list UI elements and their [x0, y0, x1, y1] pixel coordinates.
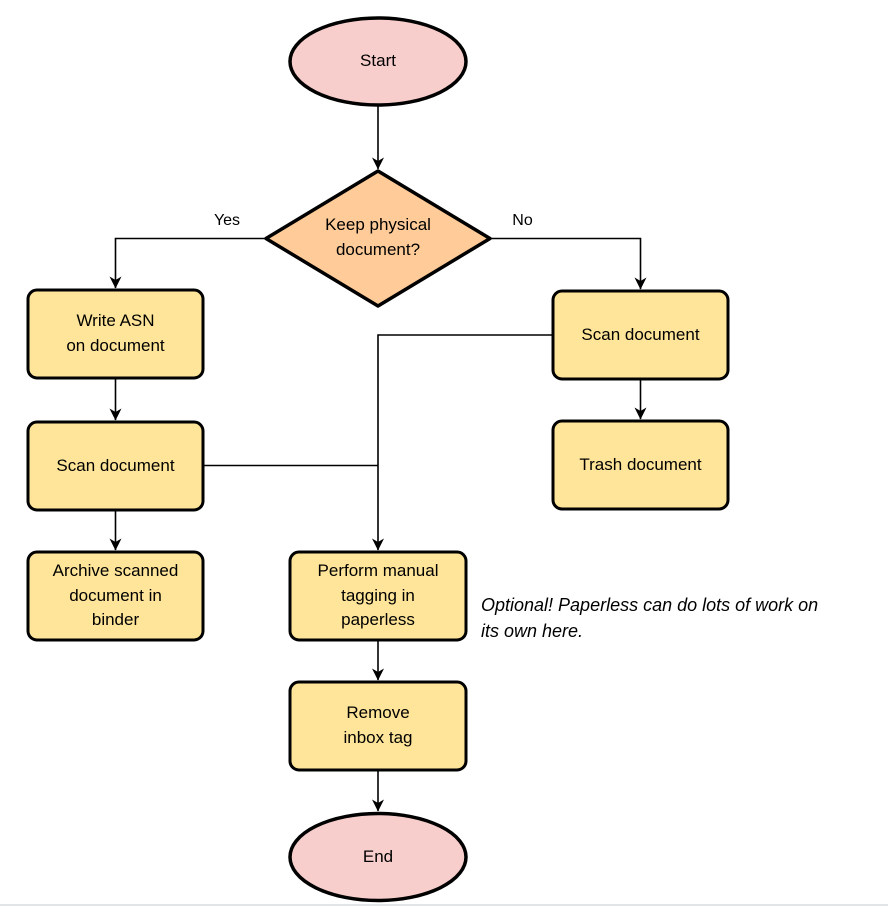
remove-inbox-process-shape	[288, 680, 468, 772]
end-terminator-shape	[288, 811, 468, 903]
edge-decision-yes-to-write-asn	[109, 237, 266, 289]
scan-left-process-shape	[26, 420, 205, 512]
edge-label-yes: Yes	[213, 212, 241, 229]
tagging-process-shape	[288, 550, 468, 642]
bottom-edge-divider	[0, 904, 888, 906]
edge-scan-right-to-tagging	[372, 334, 553, 551]
edge-decision-no-to-scan-right	[490, 237, 647, 290]
trash-process-shape	[551, 419, 730, 511]
optional-note-text: Optional! Paperless can do lots of work …	[481, 595, 819, 641]
edge-label-no: No	[512, 212, 533, 229]
start-terminator-shape	[288, 16, 468, 107]
decision-diamond-shape	[264, 169, 492, 308]
archive-process-shape	[26, 550, 205, 642]
write-asn-process-shape	[26, 288, 205, 380]
scan-right-process-shape	[551, 289, 730, 381]
